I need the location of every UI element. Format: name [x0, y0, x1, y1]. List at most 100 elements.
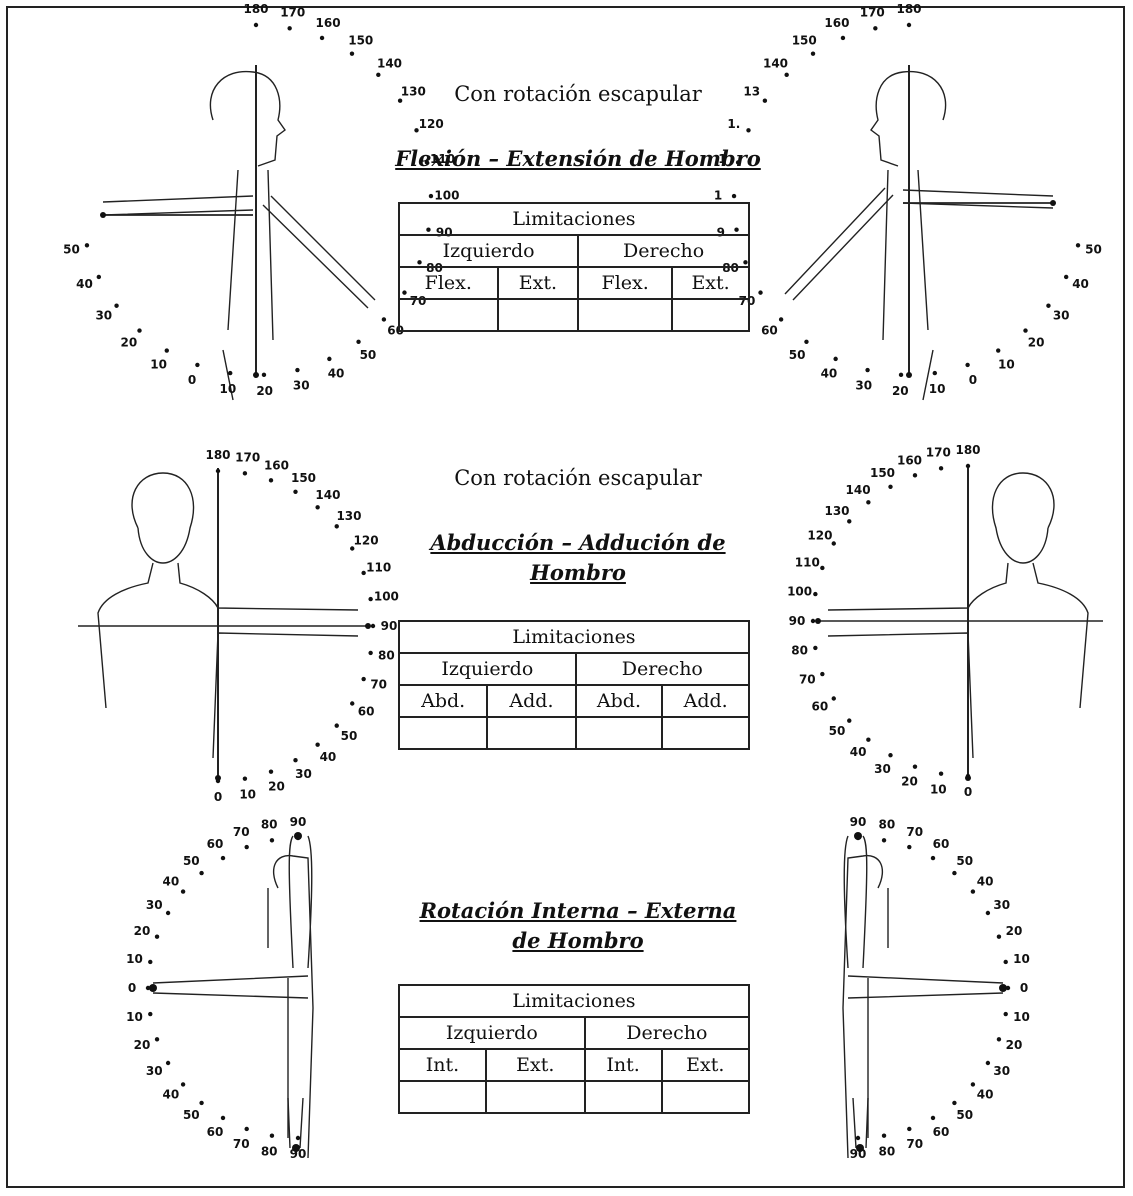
- flexion-right-scale-tick: [779, 317, 783, 321]
- abduction-left-scale-label: 180: [205, 448, 230, 462]
- flexion-right-scale-tick: [804, 340, 808, 344]
- abduction-right-scale-label: 60: [812, 700, 829, 714]
- abduction-left-scale-tick: [335, 524, 339, 528]
- rotation-right-scale-tick: [986, 1061, 990, 1065]
- abduction-left-scale-label: 60: [358, 705, 375, 719]
- rotation-left-scale-tick: [148, 1012, 152, 1016]
- rotation-left-scale-tick: [199, 1101, 203, 1105]
- abduction-left-scale-tick: [216, 779, 220, 783]
- flexion-left-scale-tick: [195, 363, 199, 367]
- rotation-left-scale-label: 80: [261, 818, 278, 832]
- rotation-right-scale-tick: [952, 1101, 956, 1105]
- col-header: Flex.: [578, 267, 672, 299]
- flexion-left-scale-label: 160: [316, 16, 341, 30]
- value-cell[interactable]: [486, 1081, 585, 1113]
- axis-dot: [253, 372, 259, 378]
- value-cell[interactable]: [672, 299, 749, 331]
- rotation-left-scale-tick: [270, 838, 274, 842]
- flexion-right-scale-label: 60: [761, 323, 778, 337]
- abduction-right-scale-label: 30: [874, 762, 891, 776]
- abduction-right-scale-tick: [847, 519, 851, 523]
- rotation-left-scale-label: 60: [207, 837, 224, 851]
- abduction-left-scale-tick: [350, 701, 354, 705]
- rotation-right-scale-tick: [1004, 1012, 1008, 1016]
- rotation-right-scale-tick: [856, 1136, 860, 1140]
- flexion-left-scale-label: 20: [256, 384, 273, 398]
- flexion-left-scale-tick: [85, 243, 89, 247]
- abduction-right-scale-tick: [913, 473, 917, 477]
- flexion-right-scale-label: 30: [1053, 308, 1070, 322]
- flexion-right-scale-label: 140: [763, 56, 788, 70]
- rotation-left-scale-label: 0: [128, 981, 136, 995]
- abduction-right-scale-label: 20: [901, 775, 918, 789]
- rotation-left-scale-tick: [221, 1116, 225, 1120]
- value-cell[interactable]: [585, 1081, 662, 1113]
- abduction-left-scale-tick: [368, 597, 372, 601]
- abduction-left-scale-tick: [315, 743, 319, 747]
- flexion-left-scale-tick: [97, 275, 101, 279]
- col-header: Int.: [399, 1049, 486, 1081]
- flexion-right-scale-tick: [865, 368, 869, 372]
- rotation-right-scale-label: 70: [906, 1137, 923, 1151]
- rotation-right-scale-label: 40: [977, 1088, 994, 1102]
- abduction-right-scale-tick: [820, 566, 824, 570]
- flexion-left-scale-label: 150: [348, 33, 373, 47]
- flexion-right-scale-tick: [1064, 275, 1068, 279]
- rotation-left-scale-label: 90: [290, 1147, 307, 1161]
- value-cell[interactable]: [578, 299, 672, 331]
- axis-dot: [906, 372, 912, 378]
- rotation-right-scale-label: 60: [933, 837, 950, 851]
- value-cell[interactable]: [399, 1081, 486, 1113]
- rotation-left-scale-tick: [155, 1037, 159, 1041]
- value-cell[interactable]: [399, 299, 498, 331]
- rotation-right-scale-tick: [931, 1116, 935, 1120]
- abduction-left-scale-label: 160: [264, 458, 289, 472]
- rotation-right-scale-label: 10: [1013, 1010, 1030, 1024]
- abduction-left-scale-label: 130: [336, 509, 361, 523]
- abduction-right-scale-tick: [888, 485, 892, 489]
- value-cell[interactable]: [576, 717, 663, 749]
- side-right: Derecho: [578, 235, 749, 267]
- value-cell[interactable]: [662, 1081, 749, 1113]
- abduction-left-scale-label: 50: [341, 729, 358, 743]
- rotation-left-scale-tick: [146, 986, 150, 990]
- value-cell[interactable]: [487, 717, 575, 749]
- abduction-right-scale-label: 110: [795, 556, 820, 570]
- section2-title: Abducción – Addución de Hombro: [418, 528, 738, 588]
- rotation-left-scale-tick: [221, 856, 225, 860]
- rotation-right-scale-tick: [907, 845, 911, 849]
- value-cell[interactable]: [498, 299, 579, 331]
- rotation-left-scale-tick: [199, 871, 203, 875]
- value-cell[interactable]: [662, 717, 749, 749]
- rotation-right-scale-label: 10: [1013, 952, 1030, 966]
- flexion-left-scale-tick: [327, 357, 331, 361]
- side-right: Derecho: [585, 1017, 749, 1049]
- flexion-right-scale-label: 1.: [727, 117, 740, 131]
- abduction-left-scale-label: 10: [239, 787, 256, 801]
- rotation-right-scale-label: 60: [933, 1125, 950, 1139]
- abduction-right-scale-tick: [966, 464, 970, 468]
- flexion-left-scale-label: 170: [280, 6, 305, 20]
- flexion-right-scale-tick: [1046, 304, 1050, 308]
- rotation-right-scale-tick: [856, 836, 860, 840]
- abduction-right-scale-label: 70: [799, 672, 816, 686]
- rotation-right-scale-tick: [952, 871, 956, 875]
- arm-horizontal: [103, 196, 253, 215]
- rotation-right-scale-label: 70: [906, 825, 923, 839]
- section1-subtitle: Con rotación escapular: [388, 82, 768, 106]
- flexion-right-scale-tick: [873, 26, 877, 30]
- flexion-left-scale-label: 10: [150, 357, 167, 371]
- abduction-right-scale-tick: [866, 738, 870, 742]
- abduction-left-scale-tick: [269, 478, 273, 482]
- rotation-right-scale-label: 50: [956, 854, 973, 868]
- abduction-left-scale-tick: [293, 758, 297, 762]
- flexion-left-scale-label: 180: [243, 2, 268, 16]
- abduction-right-scale-tick: [813, 646, 817, 650]
- value-cell[interactable]: [399, 717, 487, 749]
- abduction-right-scale-tick: [847, 718, 851, 722]
- flexion-right-scale-tick: [811, 51, 815, 55]
- flexion-right-scale-label: 50: [789, 348, 806, 362]
- flexion-right-scale-tick: [899, 373, 903, 377]
- flexion-right-scale-tick: [841, 36, 845, 40]
- rotation-right-scale-tick: [882, 838, 886, 842]
